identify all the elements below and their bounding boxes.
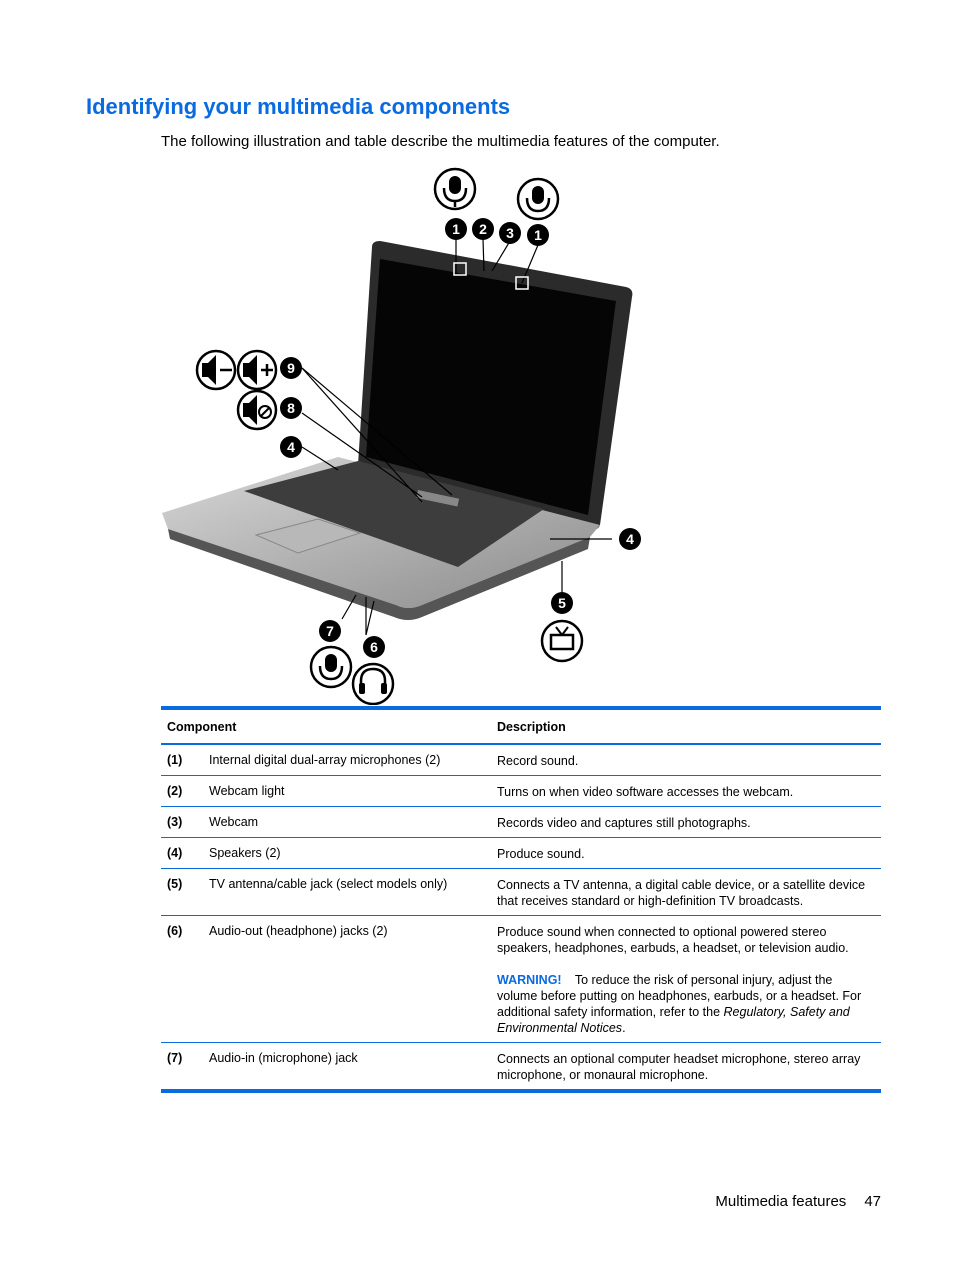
svg-text:8: 8	[287, 400, 295, 416]
row-description: Produce sound.	[497, 847, 585, 861]
header-component: Component	[167, 719, 237, 734]
table-row: (4) Speakers (2) Produce sound.	[161, 838, 881, 869]
footer-section: Multimedia features	[715, 1193, 847, 1210]
row-component: TV antenna/cable jack (select models onl…	[209, 877, 448, 891]
svg-text:1: 1	[534, 227, 542, 243]
row-number: (7)	[167, 1051, 183, 1065]
callout-8: 8	[280, 397, 302, 419]
row-number: (3)	[167, 815, 183, 829]
table-row: (1) Internal digital dual-array micropho…	[161, 745, 881, 776]
row-component: Webcam	[209, 815, 259, 829]
callout-4: 4	[619, 528, 641, 550]
svg-text:1: 1	[452, 221, 460, 237]
mute-icon	[236, 389, 278, 431]
table-row: (7) Audio-in (microphone) jack Connects …	[161, 1043, 881, 1089]
microphone-icon	[516, 177, 560, 221]
table-row: (2) Webcam light Turns on when video sof…	[161, 776, 881, 807]
row-description: Turns on when video software accesses th…	[497, 785, 794, 799]
page-footer: Multimedia features 47	[715, 1193, 881, 1210]
row-component: Audio-in (microphone) jack	[209, 1051, 358, 1065]
row-description: Record sound.	[497, 754, 579, 768]
svg-text:2: 2	[479, 221, 487, 237]
table-header: Component Description	[161, 710, 881, 745]
volume-down-icon	[195, 349, 237, 391]
callout-7: 7	[319, 620, 341, 642]
table-row: (5) TV antenna/cable jack (select models…	[161, 869, 881, 916]
page-title: Identifying your multimedia components	[86, 94, 511, 119]
header-description: Description	[497, 719, 566, 734]
intro-text: The following illustration and table des…	[161, 133, 720, 150]
row-description-block: Produce sound when connected to optional…	[497, 916, 881, 1042]
row-description: Connects a TV antenna, a digital cable d…	[497, 878, 866, 908]
table-row: (3) Webcam Records video and captures st…	[161, 807, 881, 838]
row-description: Connects an optional computer headset mi…	[497, 1052, 861, 1082]
row-number: (2)	[167, 784, 183, 798]
microphone-icon	[433, 167, 477, 211]
warning-note: WARNING! To reduce the risk of personal …	[497, 972, 875, 1036]
svg-text:6: 6	[370, 639, 378, 655]
row-number: (5)	[167, 877, 183, 891]
volume-up-icon	[236, 349, 278, 391]
microphone-icon	[309, 645, 353, 689]
row-number: (4)	[167, 846, 183, 860]
warning-label: WARNING!	[497, 973, 562, 987]
tv-icon	[540, 619, 584, 663]
callout-1: 1	[445, 218, 467, 240]
headphone-icon	[351, 662, 395, 705]
callout-9: 9	[280, 357, 302, 379]
row-number: (6)	[167, 924, 183, 938]
row-description: Records video and captures still photogr…	[497, 816, 751, 830]
warning-end: .	[622, 1021, 626, 1035]
row-component: Webcam light	[209, 784, 285, 798]
callout-1: 1	[527, 224, 549, 246]
warning-reference: Regulatory, Safety and Environmental Not…	[497, 1005, 850, 1035]
components-table: Component Description (1) Internal digit…	[161, 706, 881, 1093]
warning-text: To reduce the risk of personal injury, a…	[497, 973, 862, 1019]
row-component: Speakers (2)	[209, 846, 281, 860]
callout-4: 4	[280, 436, 302, 458]
svg-text:4: 4	[287, 439, 295, 455]
table-row: (6) Audio-out (headphone) jacks (2) Prod…	[161, 916, 881, 1043]
row-description: Produce sound when connected to optional…	[497, 925, 849, 955]
svg-text:4: 4	[626, 531, 634, 547]
callout-5: 5	[551, 592, 573, 614]
row-component: Internal digital dual-array microphones …	[209, 753, 441, 767]
callout-6: 6	[363, 636, 385, 658]
row-component: Audio-out (headphone) jacks (2)	[209, 924, 388, 938]
callout-2: 2	[472, 218, 494, 240]
page-number: 47	[864, 1193, 881, 1210]
row-number: (1)	[167, 753, 183, 767]
laptop-illustration: 1 2 3 1 9 8 4 4 5 7 6	[162, 167, 641, 705]
callout-3: 3	[499, 222, 521, 244]
svg-text:9: 9	[287, 360, 295, 376]
svg-text:7: 7	[326, 623, 334, 639]
svg-text:5: 5	[558, 595, 566, 611]
svg-text:3: 3	[506, 225, 514, 241]
